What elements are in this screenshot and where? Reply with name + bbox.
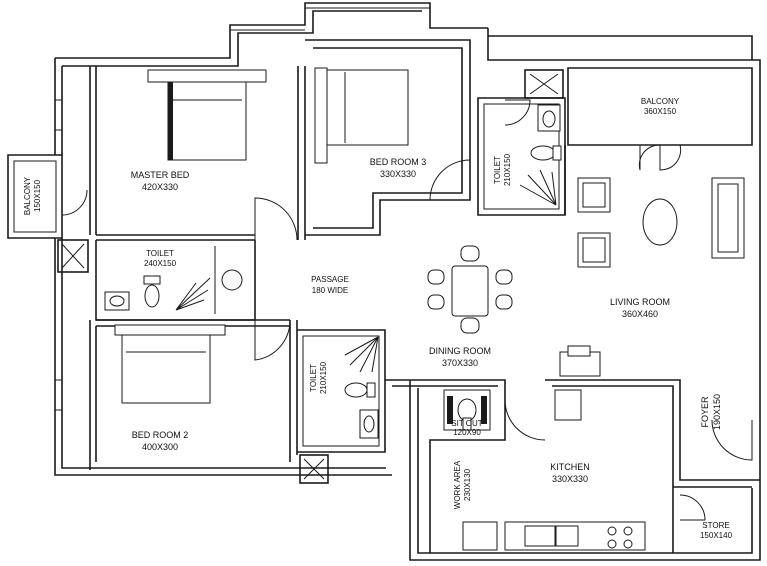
living-room-size: 360X460: [622, 309, 658, 319]
walls: [7, 2, 761, 561]
foyer-label: FOYER: [700, 396, 710, 428]
foyer-size: 190X150: [712, 394, 722, 430]
toilet-1-fixtures: [104, 269, 243, 311]
passage-label: PASSAGE: [311, 275, 349, 284]
passage-size: 180 WIDE: [312, 286, 348, 295]
bed-room-2-furniture: [114, 324, 226, 404]
bed-room-3-furniture: [314, 67, 409, 164]
master-bed-label: MASTER BED: [131, 170, 190, 180]
service-shafts: [57, 69, 564, 484]
bed-room-2-size: 400X300: [142, 442, 178, 452]
kitchen-size: 330X330: [552, 474, 588, 484]
master-bed-furniture: [147, 69, 267, 161]
kitchen-label: KITCHEN: [550, 462, 590, 472]
windows: [55, 7, 430, 411]
toilet-1-label: TOILET: [146, 249, 174, 258]
living-room-label: LIVING ROOM: [610, 297, 670, 307]
toilet-2-fixtures: [519, 104, 562, 206]
store-size: 150X140: [700, 531, 733, 540]
toilet-3-size: 210X150: [319, 361, 328, 394]
sit-out-label: SIT OUT: [451, 419, 483, 428]
dining-set: [427, 245, 513, 334]
bed-room-3-label: BED ROOM 3: [370, 157, 427, 167]
doors: [61, 99, 753, 521]
balcony-right-size: 360X150: [644, 107, 677, 116]
balcony-left-label: BALCONY: [23, 176, 32, 215]
store-label: STORE: [702, 521, 729, 530]
living-furniture: [559, 177, 745, 377]
balcony-left-size: 150X150: [33, 179, 42, 212]
toilet-1-size: 240X150: [144, 259, 177, 268]
room-labels: MASTER BED 420X330 BALCONY 150X150 TOILE…: [23, 97, 733, 540]
kitchen-fixtures: [443, 389, 646, 551]
bed-room-2-label: BED ROOM 2: [132, 430, 189, 440]
toilet-2-label: TOILET: [493, 156, 502, 184]
toilet-3-fixtures: [344, 336, 379, 439]
dining-room-size: 370X330: [442, 358, 478, 368]
sit-out-size: 120X90: [453, 428, 481, 437]
work-area-label: WORK AREA: [453, 460, 462, 509]
balcony-right-label: BALCONY: [641, 97, 680, 106]
bed-room-3-size: 330X330: [380, 169, 416, 179]
toilet-2-size: 210X150: [503, 153, 512, 186]
master-bed-size: 420X330: [142, 182, 178, 192]
work-area-size: 230X130: [463, 468, 472, 501]
dining-room-label: DINING ROOM: [429, 346, 491, 356]
toilet-3-label: TOILET: [309, 364, 318, 392]
